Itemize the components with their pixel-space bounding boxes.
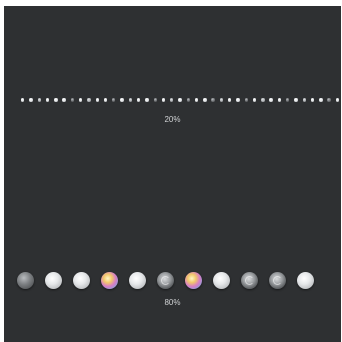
small-dot-light [194, 98, 199, 102]
large-dot-light [129, 271, 146, 289]
small-dot-light [228, 98, 232, 102]
small-dot-dark [211, 98, 215, 102]
small-dot-light [310, 98, 315, 102]
small-dot-gray [87, 98, 91, 102]
large-dot-light [73, 271, 90, 289]
dot-row-small [4, 96, 341, 104]
small-dot-light [319, 98, 323, 102]
large-dot-light [45, 271, 62, 289]
small-dot-dark [153, 98, 157, 102]
small-dot-light [54, 98, 58, 102]
large-dot-color [101, 271, 118, 289]
scale-label-large: 80% [164, 298, 181, 307]
large-dot-color [185, 271, 202, 289]
small-dot-dark [327, 98, 331, 102]
small-dot-light [252, 98, 257, 102]
small-dot-gray [302, 98, 306, 102]
small-dot-dark [286, 98, 290, 102]
large-dot-swirl [269, 271, 286, 289]
small-dot-light [29, 98, 33, 102]
small-dot-gray [219, 98, 224, 102]
small-dot-gray [170, 98, 174, 102]
small-dot-light [21, 98, 25, 102]
small-dot-dark [70, 98, 75, 102]
small-dot-light [120, 98, 124, 102]
small-dot-light [269, 98, 273, 102]
small-dot-light [95, 98, 99, 102]
small-dot-light [277, 98, 282, 102]
small-dot-gray [37, 98, 41, 102]
large-dot-dark [17, 271, 34, 289]
small-dot-light [294, 98, 298, 102]
small-dot-light [45, 98, 50, 102]
large-dot-light [213, 271, 230, 289]
preview-canvas: 20% 80% [4, 6, 341, 342]
scale-label-small: 20% [164, 115, 181, 124]
small-dot-light [103, 98, 108, 102]
small-dot-dark [112, 98, 116, 102]
small-dot-light [203, 98, 207, 102]
large-dot-light [297, 271, 314, 289]
small-dot-light [145, 98, 149, 102]
small-dot-dark [186, 98, 191, 102]
small-dot-gray [261, 98, 265, 102]
large-dot-swirl [241, 271, 258, 289]
small-dot-light [335, 98, 340, 102]
small-dot-light [161, 98, 166, 102]
small-dot-light [62, 98, 66, 102]
small-dot-light [78, 98, 83, 102]
large-dot-swirl [157, 271, 174, 289]
dot-row-large [4, 268, 341, 292]
small-dot-light [178, 98, 182, 102]
small-dot-gray [128, 98, 133, 102]
small-dot-light [236, 98, 240, 102]
small-dot-dark [244, 98, 248, 102]
small-dot-light [136, 98, 141, 102]
